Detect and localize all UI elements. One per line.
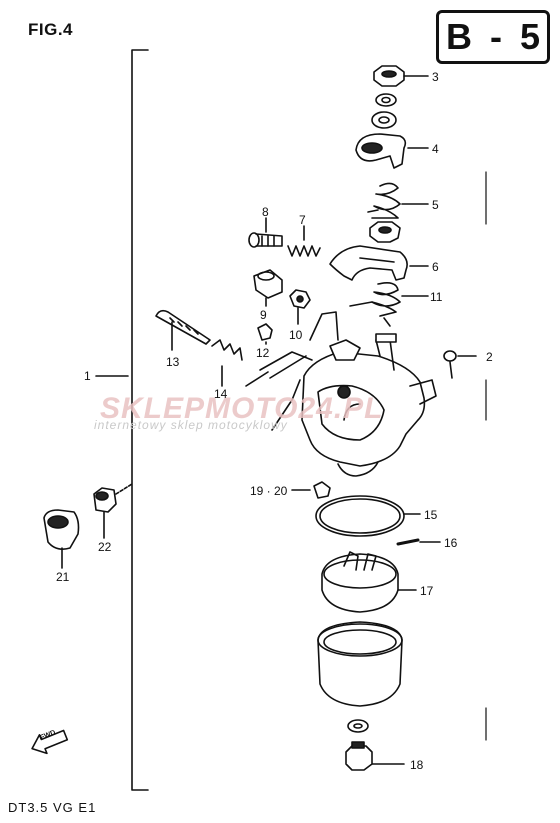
part-18-drain-plug bbox=[345, 741, 373, 771]
part-11-spring bbox=[349, 282, 401, 327]
callout-12: 12 bbox=[256, 346, 270, 360]
watermark-brand: SKLEPMOTO24.PL bbox=[100, 392, 384, 425]
assembly-bracket bbox=[131, 49, 149, 791]
callout-22: 22 bbox=[98, 540, 112, 554]
callout-2: 2 bbox=[486, 350, 493, 364]
callout-9: 9 bbox=[260, 308, 267, 322]
part-22-grommet bbox=[93, 487, 117, 513]
callout-1: 1 bbox=[84, 369, 91, 383]
part-17-float bbox=[321, 551, 399, 613]
callout-19-20: 19 · 20 bbox=[250, 484, 288, 498]
callout-13: 13 bbox=[166, 355, 180, 369]
float-bowl bbox=[317, 621, 403, 707]
callout-18: 18 bbox=[410, 758, 424, 772]
part-15-gasket bbox=[315, 495, 405, 537]
callout-11: 11 bbox=[430, 290, 443, 304]
part-6-plate bbox=[329, 245, 408, 281]
washer-b bbox=[371, 111, 397, 129]
callout-8: 8 bbox=[262, 205, 269, 219]
part-21-cap bbox=[43, 509, 80, 550]
callout-14: 14 bbox=[214, 387, 228, 401]
part-14-spring bbox=[211, 339, 243, 361]
part-5-spring bbox=[367, 182, 401, 219]
callout-21: 21 bbox=[56, 570, 70, 584]
leader-22-link bbox=[115, 483, 133, 495]
callout-4: 4 bbox=[432, 142, 439, 156]
part-2-screw bbox=[443, 350, 457, 379]
model-code: DT3.5 VG E1 bbox=[8, 800, 97, 815]
part-7-spring bbox=[287, 245, 321, 257]
part-10-nut bbox=[289, 289, 311, 309]
part-13-needle bbox=[155, 309, 211, 345]
part-4-lever bbox=[355, 133, 407, 169]
direction-arrow bbox=[31, 729, 69, 755]
drain-washer bbox=[347, 719, 369, 733]
callout-5: 5 bbox=[432, 198, 439, 212]
figure-label: FIG.4 bbox=[28, 20, 74, 39]
section-code-box bbox=[436, 10, 550, 64]
callout-6: 6 bbox=[432, 260, 439, 274]
part-9-adjuster bbox=[253, 269, 283, 299]
part-19-20-screw bbox=[313, 481, 331, 499]
carburetor-body bbox=[245, 311, 437, 477]
watermark-tagline: internetowy sklep motocyklowy bbox=[94, 418, 288, 432]
section-code: B - 5 bbox=[446, 16, 545, 57]
callout-10: 10 bbox=[289, 328, 303, 342]
callout-16: 16 bbox=[444, 536, 458, 550]
callout-17: 17 bbox=[420, 584, 434, 598]
part-3-nut bbox=[373, 65, 405, 87]
callout-3: 3 bbox=[432, 70, 439, 84]
part-8-screw bbox=[248, 232, 283, 248]
callout-15: 15 bbox=[424, 508, 438, 522]
callout-7: 7 bbox=[299, 213, 306, 227]
part-16-pin bbox=[396, 538, 420, 546]
part-12-jet bbox=[257, 323, 273, 341]
washer-a bbox=[375, 93, 397, 107]
